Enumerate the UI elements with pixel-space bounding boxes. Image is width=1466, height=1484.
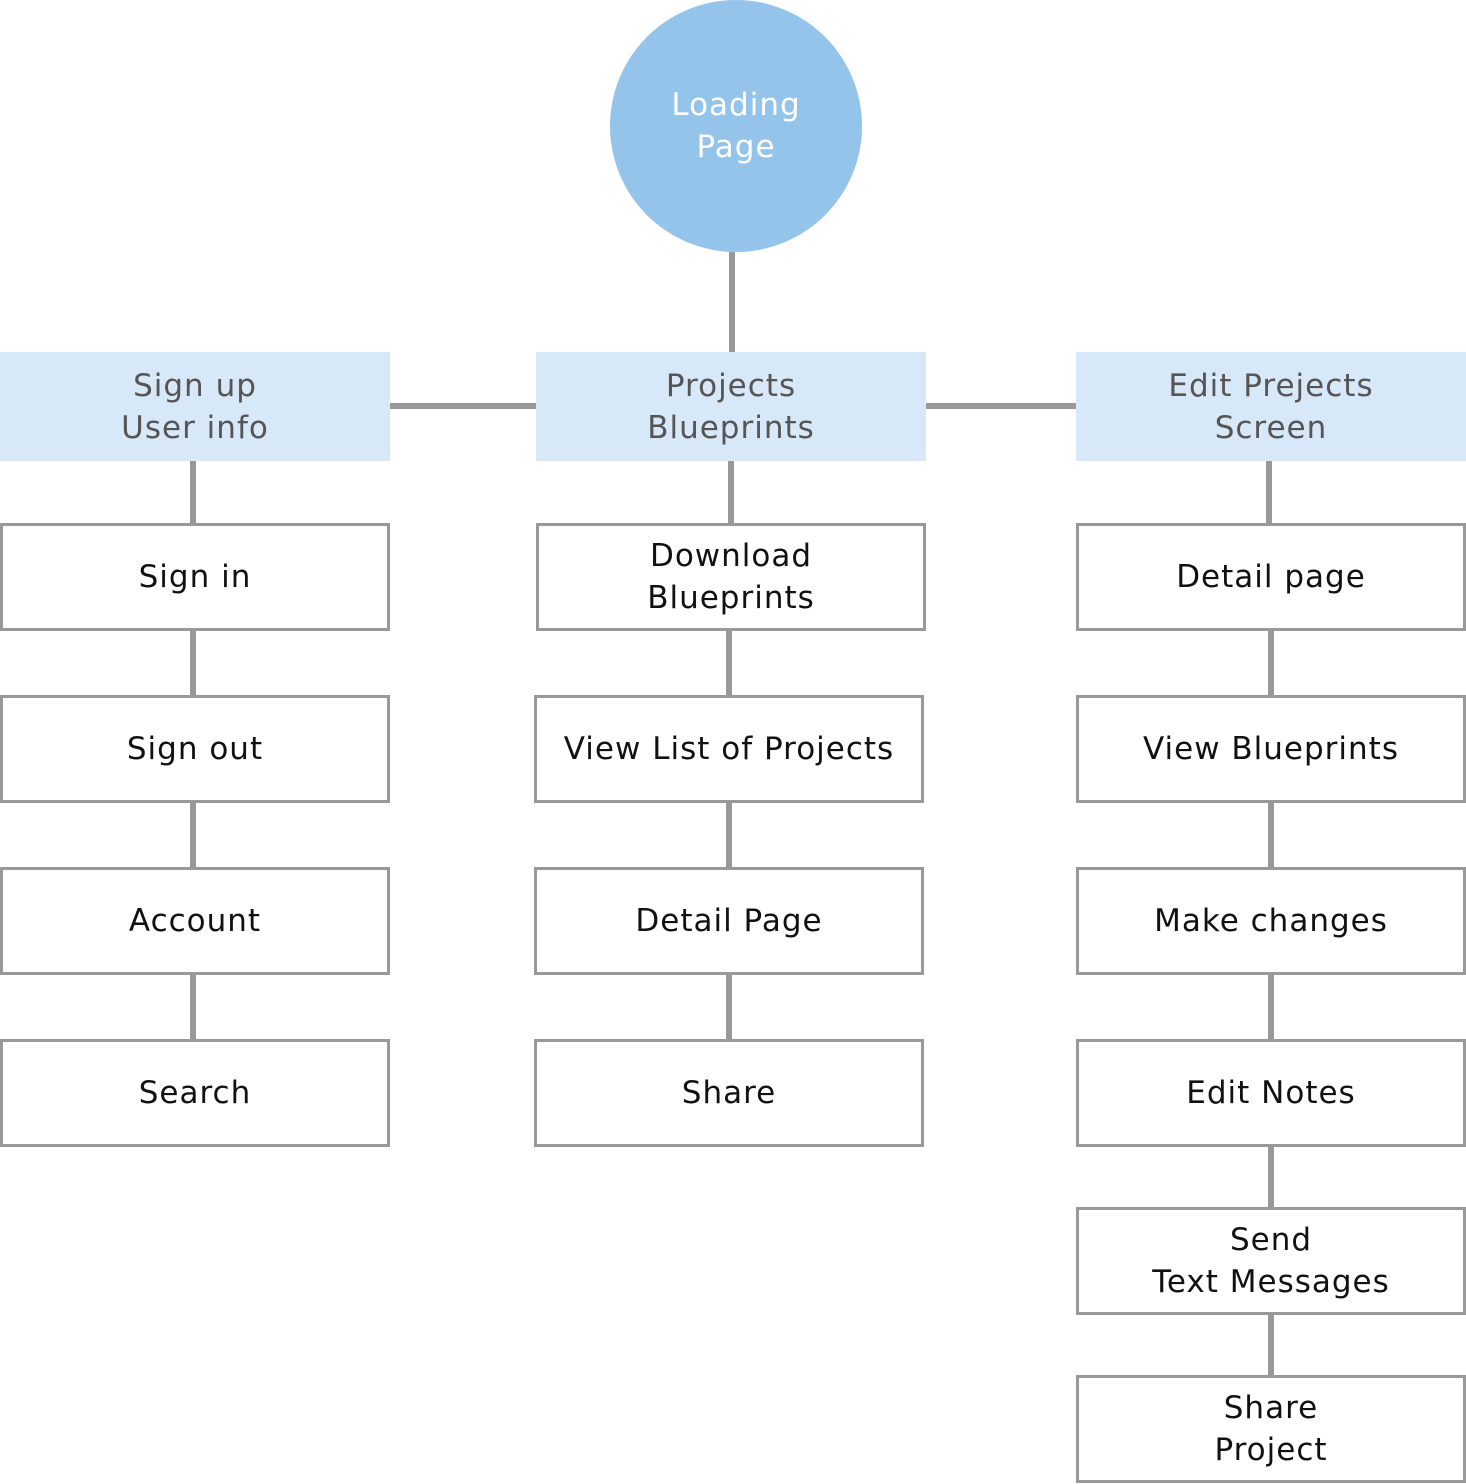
connector-download-to-viewlist: [726, 631, 732, 695]
category-edit-projects-screen: Edit Prejects Screen: [1076, 352, 1466, 461]
category-sign-up-user-info: Sign up User info: [0, 352, 390, 461]
node-sign-out: Sign out: [0, 695, 390, 803]
node-view-list-of-projects: View List of Projects: [534, 695, 924, 803]
connector-editnotes-to-sendtext: [1268, 1147, 1274, 1207]
node-share: Share: [534, 1039, 924, 1147]
connector-makechanges-to-editnotes: [1268, 975, 1274, 1039]
node-download-blueprints: Download Blueprints: [536, 523, 926, 631]
connector-viewblueprints-to-makechanges: [1268, 803, 1274, 867]
node-detail-page-edit: Detail page: [1076, 523, 1466, 631]
connector-detail-to-share: [726, 975, 732, 1039]
connector-signout-to-account: [190, 803, 196, 867]
connector-projects-to-download: [728, 461, 734, 523]
connector-sendtext-to-shareproject: [1268, 1315, 1274, 1375]
node-view-blueprints: View Blueprints: [1076, 695, 1466, 803]
node-account: Account: [0, 867, 390, 975]
connector-projects-to-edit: [926, 403, 1076, 409]
connector-signup-to-projects: [390, 403, 536, 409]
root-node-loading-page: Loading Page: [610, 0, 862, 252]
connector-edit-to-detailpage: [1266, 461, 1272, 523]
node-search: Search: [0, 1039, 390, 1147]
connector-signup-to-signin: [190, 461, 196, 523]
connector-detailpage-to-viewblueprints: [1268, 631, 1274, 695]
node-edit-notes: Edit Notes: [1076, 1039, 1466, 1147]
connector-signin-to-signout: [190, 631, 196, 695]
node-sign-in: Sign in: [0, 523, 390, 631]
node-send-text-messages: Send Text Messages: [1076, 1207, 1466, 1315]
connector-viewlist-to-detail: [726, 803, 732, 867]
category-projects-blueprints: Projects Blueprints: [536, 352, 926, 461]
connector-root-to-projects: [729, 252, 735, 352]
node-make-changes: Make changes: [1076, 867, 1466, 975]
connector-account-to-search: [190, 975, 196, 1039]
node-detail-page: Detail Page: [534, 867, 924, 975]
node-share-project: Share Project: [1076, 1375, 1466, 1483]
